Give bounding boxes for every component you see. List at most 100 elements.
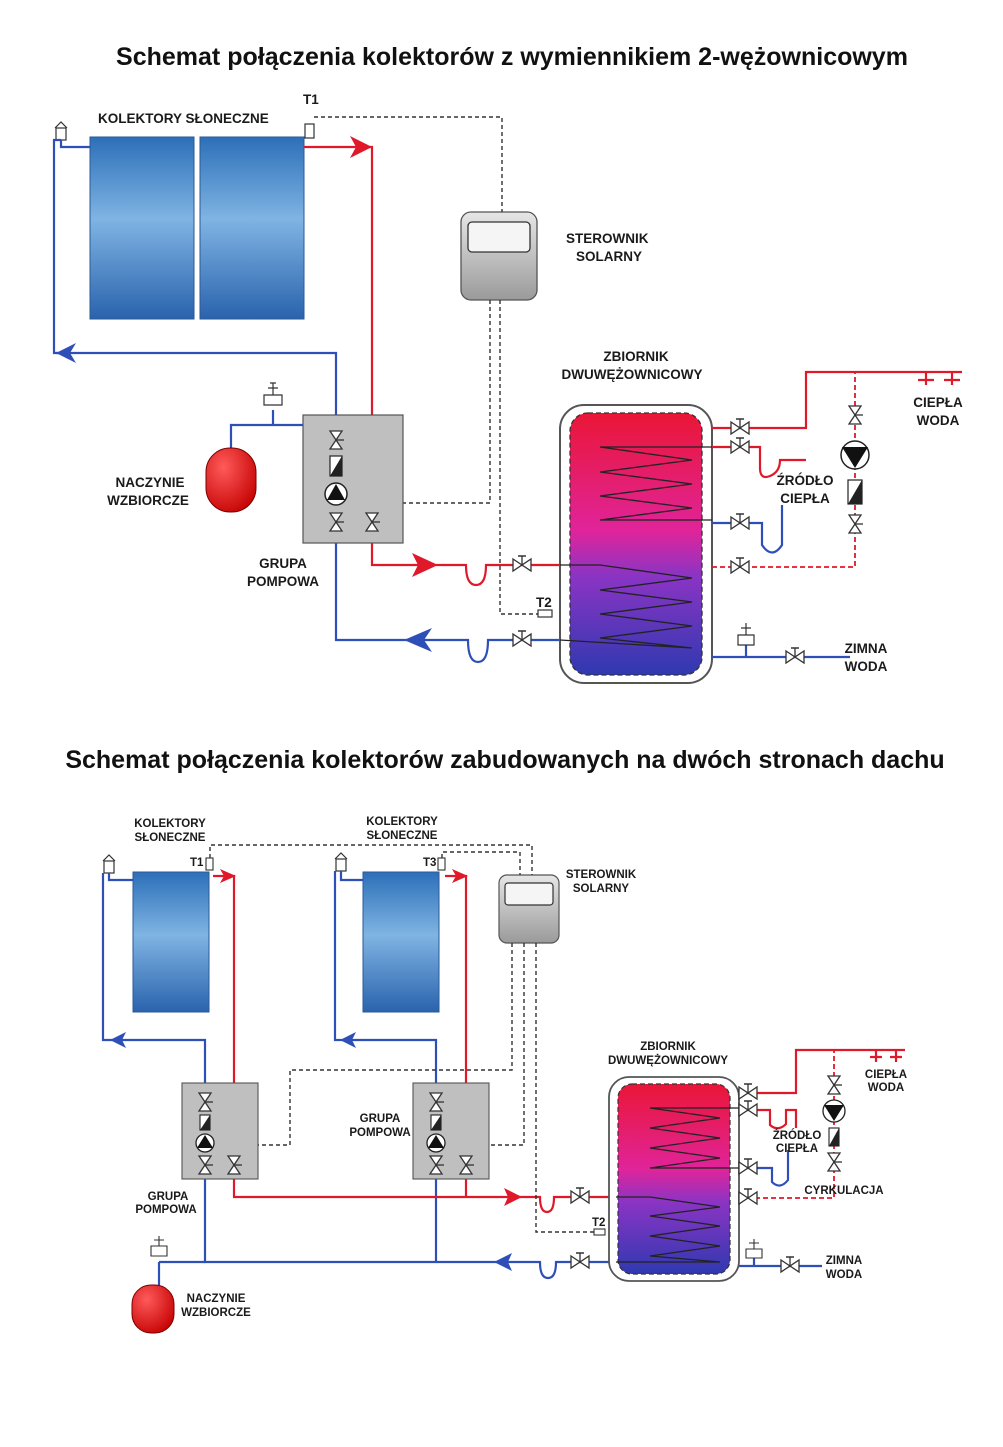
tank-label-line2: DWUWĘŻOWNICOWY (608, 1054, 728, 1067)
valve-icon (730, 513, 750, 530)
expansion-vessel (131, 1284, 175, 1334)
controller-label-line1: STEROWNIK (566, 231, 649, 246)
return-flow-arrow-icon (404, 628, 432, 652)
pump-group-mid-label-line1: GRUPA (360, 1113, 401, 1125)
tank-label-line2: DWUWĘŻOWNICOWY (562, 367, 703, 382)
temperature-sensor-icon (593, 1228, 606, 1236)
pump-group-box (412, 1082, 490, 1180)
safety-valve-icon (737, 634, 755, 646)
tank-inner (569, 412, 703, 676)
sensor-wire (441, 851, 521, 875)
controller-display (504, 882, 554, 906)
controller-label-line2: SOLARNY (573, 883, 630, 895)
heat-source-label-line2: CIEPŁA (776, 1143, 818, 1155)
sensor-t2-label: T2 (592, 1217, 605, 1229)
expansion-label-line2: WZBIORCZE (107, 493, 189, 508)
valve-icon (827, 1075, 843, 1095)
return-flow-arrow-icon (494, 1253, 512, 1271)
sensor-wire (535, 943, 596, 1233)
return-flow-arrow-icon (340, 1032, 356, 1048)
sensor-wire (314, 116, 503, 212)
hot-water-label-line2: WODA (868, 1082, 904, 1094)
heat-source-label-line1: ŹRÓDŁO (773, 1129, 822, 1142)
pump-group-left-label-line2: POMPOWA (135, 1204, 196, 1216)
valve-icon (730, 418, 750, 435)
cold-water-label-line1: ZIMNA (845, 641, 888, 656)
expansion-label-line1: NACZYNIE (115, 475, 184, 490)
hot-water-label-line1: CIEPŁA (913, 395, 963, 410)
supply-flow-arrow-icon (350, 136, 372, 158)
check-valve-icon (330, 456, 342, 476)
valve-icon (780, 1256, 800, 1273)
lower-coil-icon (616, 1196, 721, 1263)
hot-water-pipe (739, 1048, 905, 1095)
circulation-pump-icon (824, 1105, 844, 1121)
safety-valve-icon (150, 1245, 168, 1257)
safety-valve-icon (745, 1248, 763, 1259)
return-pipe (107, 873, 133, 882)
sensor-t1-label: T1 (303, 92, 319, 107)
solar-collector-panel (199, 136, 305, 320)
pump-group-mid-label-line2: POMPOWA (349, 1127, 410, 1139)
supply-flow-arrow-icon (220, 869, 236, 883)
valve-icon (848, 405, 864, 425)
hot-water-outlet-icon (870, 1050, 902, 1062)
cold-water-label-line1: ZIMNA (826, 1255, 862, 1267)
pump-group-box (302, 414, 404, 544)
valve-icon (730, 557, 750, 574)
hot-water-label-line1: CIEPŁA (865, 1069, 907, 1081)
pump-icon (197, 1135, 213, 1148)
air-vent-icon (54, 121, 68, 141)
return-pipe (59, 140, 90, 149)
check-valve-icon (431, 1115, 441, 1130)
heat-source-label-line2: CIEPŁA (780, 491, 830, 506)
check-valve-icon (848, 480, 862, 504)
heat-source-pipe (712, 445, 806, 479)
return-flow-arrow-icon (56, 343, 76, 363)
valve-icon (512, 630, 532, 647)
sensor-wire (499, 300, 538, 615)
supply-flow-arrow-icon (452, 869, 468, 883)
pump-group-label-line1: GRUPA (259, 556, 307, 571)
cold-water-label-line2: WODA (845, 659, 888, 674)
valve-icon (738, 1188, 758, 1205)
safety-valve-icon (268, 382, 278, 395)
collectors-label: KOLEKTORY SŁONECZNE (98, 111, 269, 126)
cold-water-label-line2: WODA (826, 1269, 862, 1281)
return-pipe (101, 873, 505, 1264)
solar-collector-panel (89, 136, 195, 320)
expansion-label-line1: NACZYNIE (187, 1293, 246, 1305)
collectors-left-label-line2: SŁONECZNE (135, 832, 206, 844)
valve-icon (738, 1083, 758, 1100)
return-pipe (52, 138, 420, 642)
expansion-label-line2: WZBIORCZE (181, 1307, 251, 1319)
collectors-right-label-line2: SŁONECZNE (367, 830, 438, 842)
control-wire (222, 943, 513, 1146)
temperature-sensor-icon (304, 123, 315, 139)
hot-water-outlet-icon (918, 372, 960, 385)
valve-icon (730, 437, 750, 454)
sensor-wire (209, 844, 533, 875)
valve-icon (738, 1100, 758, 1117)
return-pipe (339, 871, 363, 882)
safety-valve-icon (154, 1236, 164, 1246)
controller-label-line2: SOLARNY (576, 249, 642, 264)
pump-icon (327, 484, 345, 500)
heat-source-return-pipe (712, 505, 784, 554)
temperature-sensor-icon (437, 857, 446, 871)
check-valve-icon (200, 1115, 210, 1130)
tank-label-line1: ZBIORNIK (603, 349, 668, 364)
collectors-right-label-line1: KOLEKTORY (366, 816, 438, 828)
valve-icon (827, 1152, 843, 1172)
valve-icon (512, 555, 532, 572)
valve-icon (848, 514, 864, 534)
safety-valve-icon (263, 394, 283, 406)
pump-icon (428, 1135, 444, 1148)
return-flow-arrow-icon (110, 1032, 126, 1048)
valve-icon (738, 1158, 758, 1175)
controller-label-line1: STEROWNIK (566, 869, 637, 881)
expansion-vessel (205, 447, 257, 513)
supply-pipe (304, 145, 428, 567)
pump-group-label-line2: POMPOWA (247, 574, 319, 589)
